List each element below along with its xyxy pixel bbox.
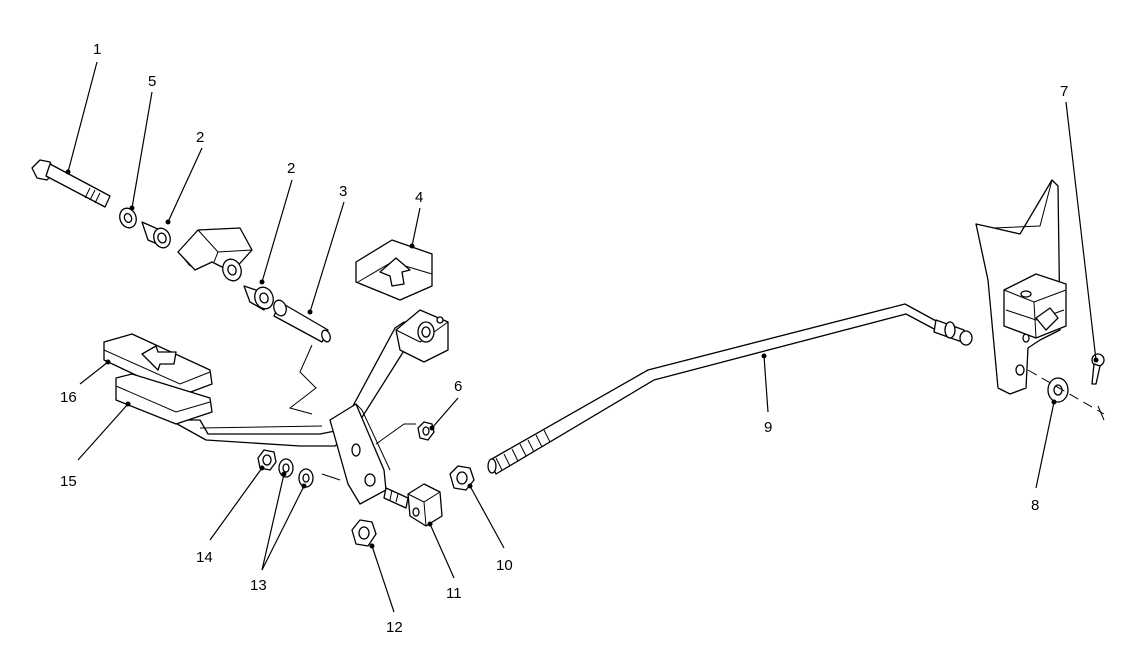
pedal-pad-part-4 [355, 239, 433, 301]
callout-15: 15 [60, 473, 77, 490]
callout-16: 16 [60, 389, 77, 406]
bushing-part-2b [243, 285, 274, 311]
arrow-left-icon [141, 345, 177, 371]
bushing-part-2a [141, 221, 171, 249]
sleeve-part-3 [273, 299, 331, 343]
callout-12: 12 [386, 619, 403, 636]
callout-13: 13 [250, 577, 267, 594]
callout-6: 6 [454, 378, 462, 395]
control-rod-part-9 [487, 303, 973, 475]
callout-4: 4 [415, 189, 423, 206]
upper-pedal-plate [395, 309, 449, 363]
block-assembly-right [1003, 273, 1067, 339]
arrow-up-icon [379, 257, 411, 287]
trunnion-part-11 [383, 483, 443, 527]
callout-11: 11 [446, 585, 462, 602]
lever-bracket [329, 403, 391, 505]
callout-labels: 1 5 2 2 3 4 6 7 8 9 10 11 12 13 14 15 16 [60, 41, 1068, 636]
callout-7: 7 [1060, 83, 1068, 100]
bolt-part [31, 159, 111, 208]
callout-8: 8 [1031, 497, 1039, 514]
callout-10: 10 [496, 557, 513, 574]
nut-part-12 [351, 519, 377, 547]
callout-14: 14 [196, 549, 213, 566]
callout-3: 3 [339, 183, 347, 200]
callout-1: 1 [93, 41, 101, 58]
callout-9: 9 [764, 419, 772, 436]
washer-part-8 [1047, 377, 1069, 403]
washer-part-5 [119, 207, 137, 229]
pivot-bracket [177, 227, 253, 282]
pedal-pad-part-16 [103, 333, 213, 397]
callout-2a: 2 [196, 129, 204, 146]
callout-5: 5 [148, 73, 156, 90]
pedal-plate-part-15 [115, 373, 213, 425]
cotter-pin-part-7 [1091, 353, 1105, 385]
washers-part-13 [278, 458, 314, 488]
callout-2b: 2 [287, 160, 295, 177]
leader-lines [65, 61, 1099, 613]
nut-part-6 [417, 421, 435, 441]
nut-part-10 [449, 465, 475, 491]
